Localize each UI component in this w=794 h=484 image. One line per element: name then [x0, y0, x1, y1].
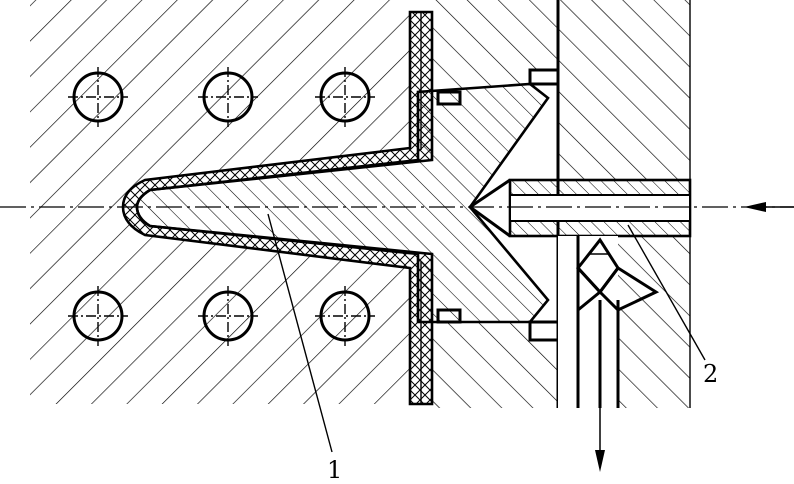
blow-air-tube: [469, 178, 692, 238]
inflow-arrow: [744, 202, 794, 212]
middle-die: [432, 0, 558, 408]
cooling-channel: [198, 67, 258, 127]
cooling-channel: [315, 67, 375, 127]
exhaust-valve: [558, 236, 660, 408]
outflow-arrow: [595, 408, 605, 472]
cooling-channel: [198, 286, 258, 346]
left-mold-block: [30, 0, 410, 404]
cooling-channels: [68, 67, 375, 346]
preform-wall: [121, 10, 434, 406]
leader-line-2: [627, 224, 706, 361]
leader-line-1: [267, 213, 333, 453]
cooling-channel: [315, 286, 375, 346]
label-part-2: 2: [703, 360, 718, 388]
cooling-channel: [68, 67, 128, 127]
label-part-1: 1: [327, 456, 342, 484]
cooling-channel: [68, 286, 128, 346]
